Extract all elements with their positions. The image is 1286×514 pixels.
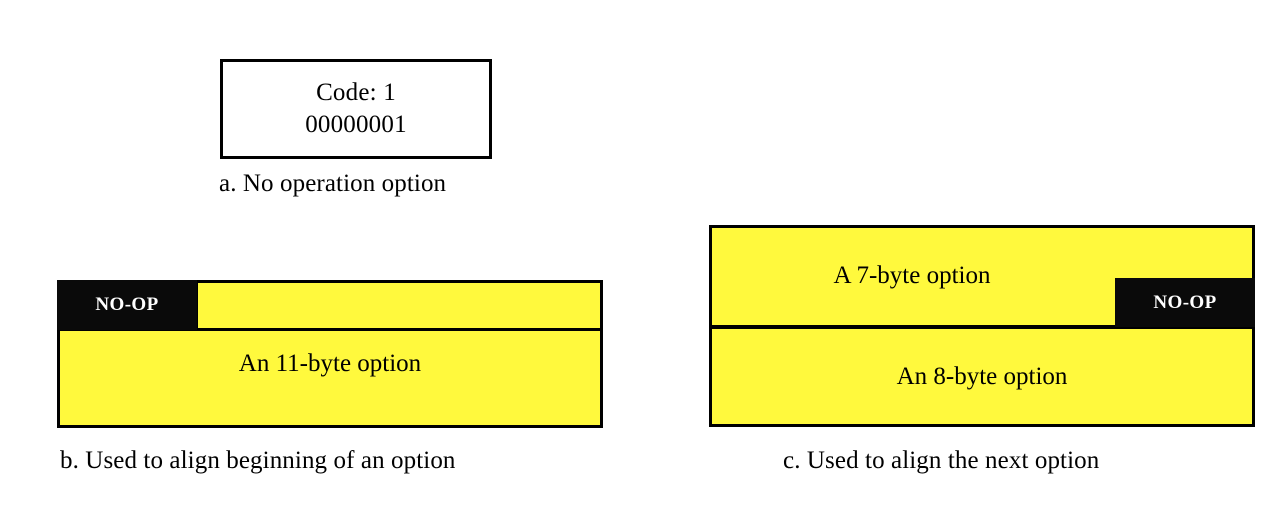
noop-code-box: Code: 1 00000001 xyxy=(220,59,492,159)
option-block-c-bottom-label: An 8-byte option xyxy=(896,363,1068,390)
noop-code-line: Code: 1 xyxy=(316,79,396,106)
noop-block-c-label: NO-OP xyxy=(1153,291,1217,313)
panel-c-diagram: NO-OP A 7-byte option An 8-byte option xyxy=(709,225,1255,427)
noop-block-c: NO-OP xyxy=(1115,278,1255,327)
noop-block-b: NO-OP xyxy=(57,280,197,330)
noop-binary-line: 00000001 xyxy=(305,111,407,138)
caption-panel-a: a. No operation option xyxy=(219,170,447,197)
noop-block-b-label: NO-OP xyxy=(95,294,159,315)
option-block-b-upper-fill xyxy=(195,280,603,331)
caption-panel-b: b. Used to align beginning of an option xyxy=(60,447,456,474)
caption-panel-c: c. Used to align the next option xyxy=(783,447,1100,474)
option-block-b-label: An 11-byte option xyxy=(238,350,422,377)
option-block-b xyxy=(57,328,603,428)
option-block-c-top xyxy=(709,225,1255,328)
option-block-c-bottom xyxy=(709,326,1255,427)
option-block-c-top-label: A 7-byte option xyxy=(833,262,991,289)
panel-b-diagram: NO-OP An 11-byte option xyxy=(57,280,603,428)
